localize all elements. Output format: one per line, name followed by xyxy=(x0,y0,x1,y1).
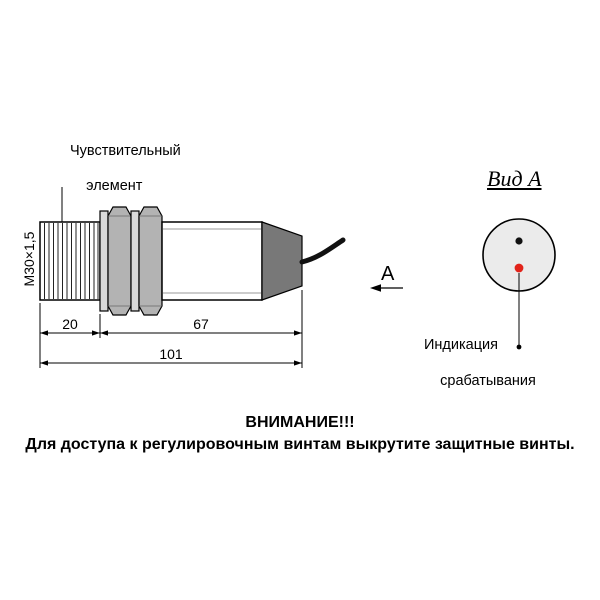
view-direction-arrowhead xyxy=(370,284,381,292)
warning-title: ВНИМАНИЕ!!! xyxy=(245,414,355,431)
sensing-element-line1: Чувствительный xyxy=(70,143,181,159)
led-indicator-dot xyxy=(514,263,524,273)
indication-line2: срабатывания xyxy=(440,373,536,389)
mounting-nut xyxy=(138,206,163,316)
indication-line1: Индикация xyxy=(424,337,498,353)
view-a-title: Вид А xyxy=(487,166,542,191)
dimension-101: 101 xyxy=(159,346,183,362)
dimension-20: 20 xyxy=(62,316,78,332)
thread-size-label: М30×1,5 xyxy=(21,231,37,287)
view-direction-letter: А xyxy=(381,263,395,285)
washer xyxy=(99,210,109,312)
thread-hatching xyxy=(44,223,99,299)
sensor-body xyxy=(161,221,263,301)
indication-label: Индикация срабатывания xyxy=(424,336,536,390)
indication-leader-dot xyxy=(516,344,522,350)
warning-text: Для доступа к регулировочным винтам выкр… xyxy=(25,436,575,453)
dimension-67: 67 xyxy=(193,316,209,332)
extension-lines xyxy=(39,290,303,368)
dim-arrowheads xyxy=(40,330,302,366)
cable xyxy=(299,237,346,265)
washer xyxy=(130,210,140,312)
sensing-element-line2: элемент xyxy=(86,178,143,194)
adjustment-screw-dot xyxy=(515,237,523,245)
cable-gland-cap xyxy=(261,221,303,301)
sensing-element-label: Чувствительный элемент xyxy=(70,143,181,196)
mounting-nut xyxy=(107,206,132,316)
